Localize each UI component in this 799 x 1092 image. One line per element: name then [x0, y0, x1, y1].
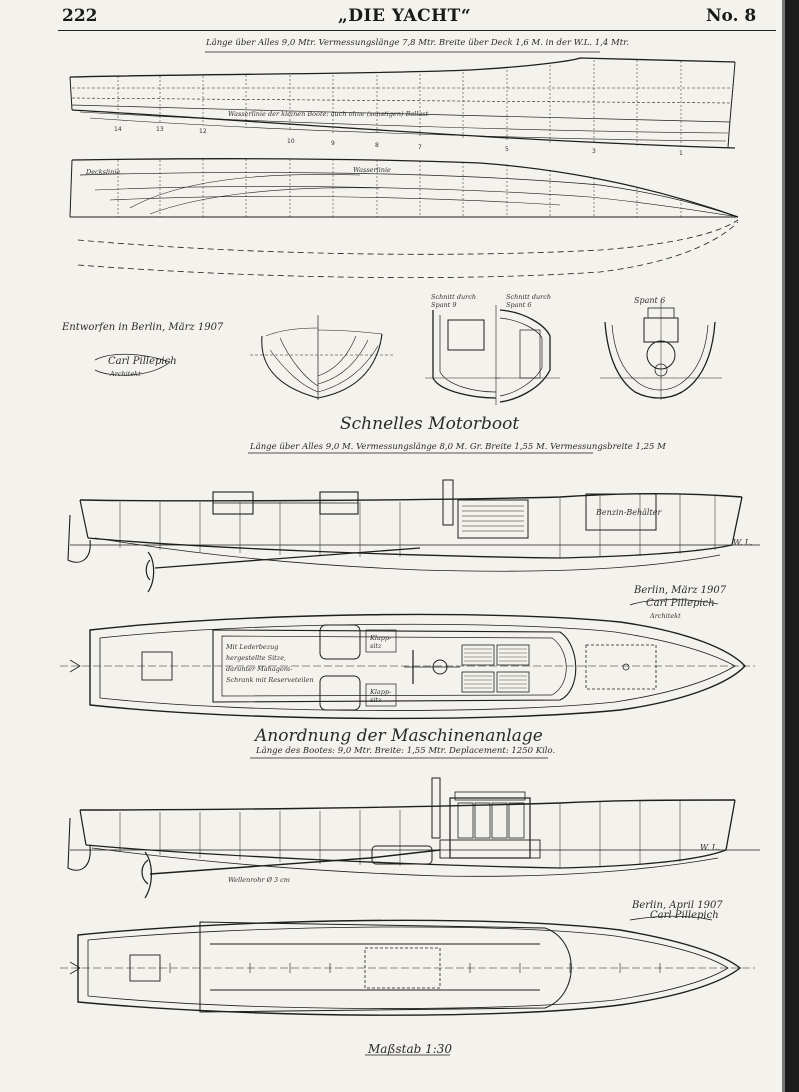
- station-number: 14: [114, 126, 122, 133]
- page-number: 222: [62, 6, 98, 26]
- plate2-signature: Carl Pillepich: [646, 598, 715, 609]
- plate3-title: Anordnung der Maschinenanlage: [255, 726, 543, 746]
- plate1-design-note: Entworfen in Berlin, März 1907: [62, 322, 224, 333]
- station-number: 12: [199, 128, 207, 135]
- station-number: 1: [679, 150, 683, 157]
- plate1-sheer-label: Deckslinie: [86, 168, 121, 176]
- plate1-signature: Carl Pillepich: [108, 356, 177, 367]
- plate2-title: Schnelles Motorboot: [340, 414, 520, 434]
- plate1-signature-sub: Architekt: [110, 370, 141, 378]
- station-number: 8: [375, 142, 379, 149]
- station-number: 3: [592, 148, 596, 155]
- journal-title: „DIE YACHT“: [338, 6, 472, 26]
- issue-number: No. 8: [706, 6, 757, 26]
- hull-profile-lines: [69, 57, 736, 149]
- plate1-section-9-label: Schnitt durch Spant 9: [431, 293, 477, 309]
- page-edge-shadow: [782, 0, 785, 1092]
- plate3-date-note: Berlin, April 1907: [632, 900, 723, 911]
- engine-section-frame-6: [600, 300, 722, 400]
- plate2-dimensions-caption: Länge über Alles 9,0 M. Vermessungslänge…: [250, 442, 666, 452]
- station-number: 5: [505, 146, 509, 153]
- motorboat-profile: [67, 479, 760, 593]
- plate1-dimensions-caption: Länge über Alles 9,0 Mtr. Vermessungslän…: [206, 38, 629, 48]
- plate2-flap-seat-bottom: Klapp-sitz: [370, 688, 392, 704]
- station-number: 10: [287, 138, 295, 145]
- plate3-waterline-mark: W. L.: [700, 843, 720, 852]
- engine-arrangement-plan: [60, 919, 755, 1016]
- plate2-seat-note: Mit Lederbezug hergestellte Sitze, darun…: [226, 643, 314, 684]
- plate2-signature-sub: Architekt: [650, 612, 681, 620]
- plate2-tank-label: Benzin-Behälter: [596, 508, 662, 517]
- plate3-shaft-note: Wellenrohr Ø 3 cm: [228, 876, 290, 884]
- station-number: 7: [418, 144, 422, 151]
- plate1-frame-6-label: Spant 6: [634, 296, 666, 305]
- header-rule: [58, 30, 776, 31]
- plate3-signature: Carl Pillepich: [650, 910, 719, 921]
- hull-half-breadth-plan: [69, 158, 739, 279]
- motorboat-deck-plan: [60, 613, 755, 720]
- plate1-ballast-note: Wasserlinie der kleinen Boote: auch ohne…: [228, 110, 429, 118]
- body-plan-sections: [250, 315, 395, 400]
- plate1-section-6-label: Schnitt durch Spant 6: [506, 293, 552, 309]
- plate3-dimensions-caption: Länge des Bootes: 9,0 Mtr. Breite: 1,55 …: [256, 746, 556, 756]
- station-number: 9: [331, 140, 335, 147]
- engine-arrangement-profile: [67, 777, 760, 899]
- footer-scale: Maßstab 1:30: [368, 1042, 453, 1056]
- plate1-waterline-label: Wasserlinie: [353, 166, 391, 174]
- cross-section-frame-6: [495, 309, 560, 403]
- station-number: 13: [156, 126, 164, 133]
- plate2-waterline-mark: W. L.: [733, 538, 753, 547]
- cross-section-frame-9: [425, 305, 500, 405]
- page-binding-edge: [785, 0, 799, 1092]
- plate2-date-note: Berlin, März 1907: [634, 585, 727, 596]
- plate2-flap-seat-top: Klapp-sitz: [370, 634, 392, 650]
